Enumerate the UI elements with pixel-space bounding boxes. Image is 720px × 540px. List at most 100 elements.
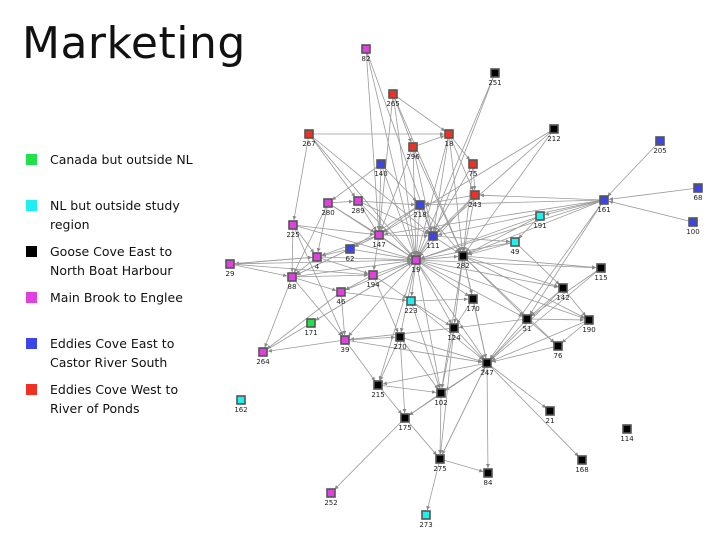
node-191[interactable]: 191 bbox=[533, 211, 547, 230]
node-212[interactable]: 212 bbox=[547, 124, 561, 143]
node-marker[interactable] bbox=[361, 44, 371, 54]
node-marker[interactable] bbox=[468, 159, 478, 169]
node-282[interactable]: 282 bbox=[456, 251, 470, 270]
node-100[interactable]: 100 bbox=[686, 217, 700, 236]
node-39[interactable]: 39 bbox=[340, 335, 350, 354]
node-marker[interactable] bbox=[688, 217, 698, 227]
node-marker[interactable] bbox=[345, 244, 355, 254]
node-161[interactable]: 161 bbox=[597, 195, 611, 214]
node-marker[interactable] bbox=[558, 283, 568, 293]
node-82[interactable]: 82 bbox=[361, 44, 371, 63]
node-marker[interactable] bbox=[288, 220, 298, 230]
node-46[interactable]: 46 bbox=[336, 287, 346, 306]
node-marker[interactable] bbox=[421, 510, 431, 520]
node-marker[interactable] bbox=[336, 287, 346, 297]
node-marker[interactable] bbox=[622, 424, 632, 434]
node-124[interactable]: 124 bbox=[447, 323, 461, 342]
node-marker[interactable] bbox=[353, 196, 363, 206]
node-marker[interactable] bbox=[553, 341, 563, 351]
node-88[interactable]: 88 bbox=[287, 272, 297, 291]
node-marker[interactable] bbox=[323, 198, 333, 208]
node-4[interactable]: 4 bbox=[312, 252, 322, 271]
node-marker[interactable] bbox=[449, 323, 459, 333]
node-111[interactable]: 111 bbox=[426, 231, 440, 250]
node-marker[interactable] bbox=[428, 231, 438, 241]
node-marker[interactable] bbox=[236, 395, 246, 405]
node-marker[interactable] bbox=[374, 230, 384, 240]
node-115[interactable]: 115 bbox=[594, 263, 608, 282]
node-175[interactable]: 175 bbox=[398, 413, 412, 432]
node-171[interactable]: 171 bbox=[304, 318, 318, 337]
node-marker[interactable] bbox=[549, 124, 559, 134]
node-140[interactable]: 140 bbox=[374, 159, 388, 178]
node-marker[interactable] bbox=[376, 159, 386, 169]
node-170[interactable]: 170 bbox=[466, 294, 480, 313]
node-marker[interactable] bbox=[545, 406, 555, 416]
node-marker[interactable] bbox=[326, 488, 336, 498]
node-243[interactable]: 243 bbox=[468, 190, 482, 209]
node-21[interactable]: 21 bbox=[545, 406, 555, 425]
node-225[interactable]: 225 bbox=[286, 220, 300, 239]
node-marker[interactable] bbox=[510, 237, 520, 247]
node-162[interactable]: 162 bbox=[234, 395, 248, 414]
node-marker[interactable] bbox=[306, 318, 316, 328]
node-19[interactable]: 19 bbox=[411, 255, 421, 274]
node-205[interactable]: 205 bbox=[653, 136, 667, 155]
node-marker[interactable] bbox=[400, 413, 410, 423]
node-marker[interactable] bbox=[408, 142, 418, 152]
node-marker[interactable] bbox=[258, 347, 268, 357]
node-29[interactable]: 29 bbox=[225, 259, 235, 278]
node-75[interactable]: 75 bbox=[468, 159, 478, 178]
node-51[interactable]: 51 bbox=[522, 314, 532, 333]
node-marker[interactable] bbox=[312, 252, 322, 262]
node-marker[interactable] bbox=[340, 335, 350, 345]
node-114[interactable]: 114 bbox=[620, 424, 634, 443]
node-267[interactable]: 267 bbox=[302, 129, 316, 148]
node-marker[interactable] bbox=[436, 388, 446, 398]
node-218[interactable]: 218 bbox=[413, 200, 427, 219]
node-marker[interactable] bbox=[655, 136, 665, 146]
node-marker[interactable] bbox=[435, 454, 445, 464]
node-marker[interactable] bbox=[415, 200, 425, 210]
node-marker[interactable] bbox=[225, 259, 235, 269]
node-252[interactable]: 252 bbox=[324, 488, 338, 507]
node-147[interactable]: 147 bbox=[372, 230, 386, 249]
node-marker[interactable] bbox=[458, 251, 468, 261]
node-190[interactable]: 190 bbox=[582, 315, 596, 334]
node-102[interactable]: 102 bbox=[434, 388, 448, 407]
node-76[interactable]: 76 bbox=[553, 341, 563, 360]
node-273[interactable]: 273 bbox=[419, 510, 433, 529]
node-marker[interactable] bbox=[468, 294, 478, 304]
node-marker[interactable] bbox=[388, 89, 398, 99]
node-marker[interactable] bbox=[577, 455, 587, 465]
node-marker[interactable] bbox=[522, 314, 532, 324]
node-194[interactable]: 194 bbox=[366, 270, 380, 289]
node-marker[interactable] bbox=[584, 315, 594, 325]
node-168[interactable]: 168 bbox=[575, 455, 589, 474]
node-18[interactable]: 18 bbox=[444, 129, 454, 148]
node-280[interactable]: 280 bbox=[321, 198, 335, 217]
node-marker[interactable] bbox=[693, 183, 703, 193]
node-270[interactable]: 270 bbox=[393, 332, 407, 351]
node-marker[interactable] bbox=[406, 296, 416, 306]
node-68[interactable]: 68 bbox=[693, 183, 703, 202]
node-251[interactable]: 251 bbox=[488, 68, 502, 87]
node-247[interactable]: 247 bbox=[480, 358, 494, 377]
node-84[interactable]: 84 bbox=[483, 468, 493, 487]
node-marker[interactable] bbox=[287, 272, 297, 282]
node-marker[interactable] bbox=[368, 270, 378, 280]
node-marker[interactable] bbox=[395, 332, 405, 342]
node-marker[interactable] bbox=[373, 380, 383, 390]
node-marker[interactable] bbox=[490, 68, 500, 78]
node-marker[interactable] bbox=[444, 129, 454, 139]
node-marker[interactable] bbox=[482, 358, 492, 368]
node-marker[interactable] bbox=[599, 195, 609, 205]
node-223[interactable]: 223 bbox=[404, 296, 418, 315]
node-275[interactable]: 275 bbox=[433, 454, 447, 473]
node-marker[interactable] bbox=[304, 129, 314, 139]
node-marker[interactable] bbox=[411, 255, 421, 265]
node-142[interactable]: 142 bbox=[556, 283, 570, 302]
node-marker[interactable] bbox=[470, 190, 480, 200]
node-marker[interactable] bbox=[596, 263, 606, 273]
node-marker[interactable] bbox=[535, 211, 545, 221]
